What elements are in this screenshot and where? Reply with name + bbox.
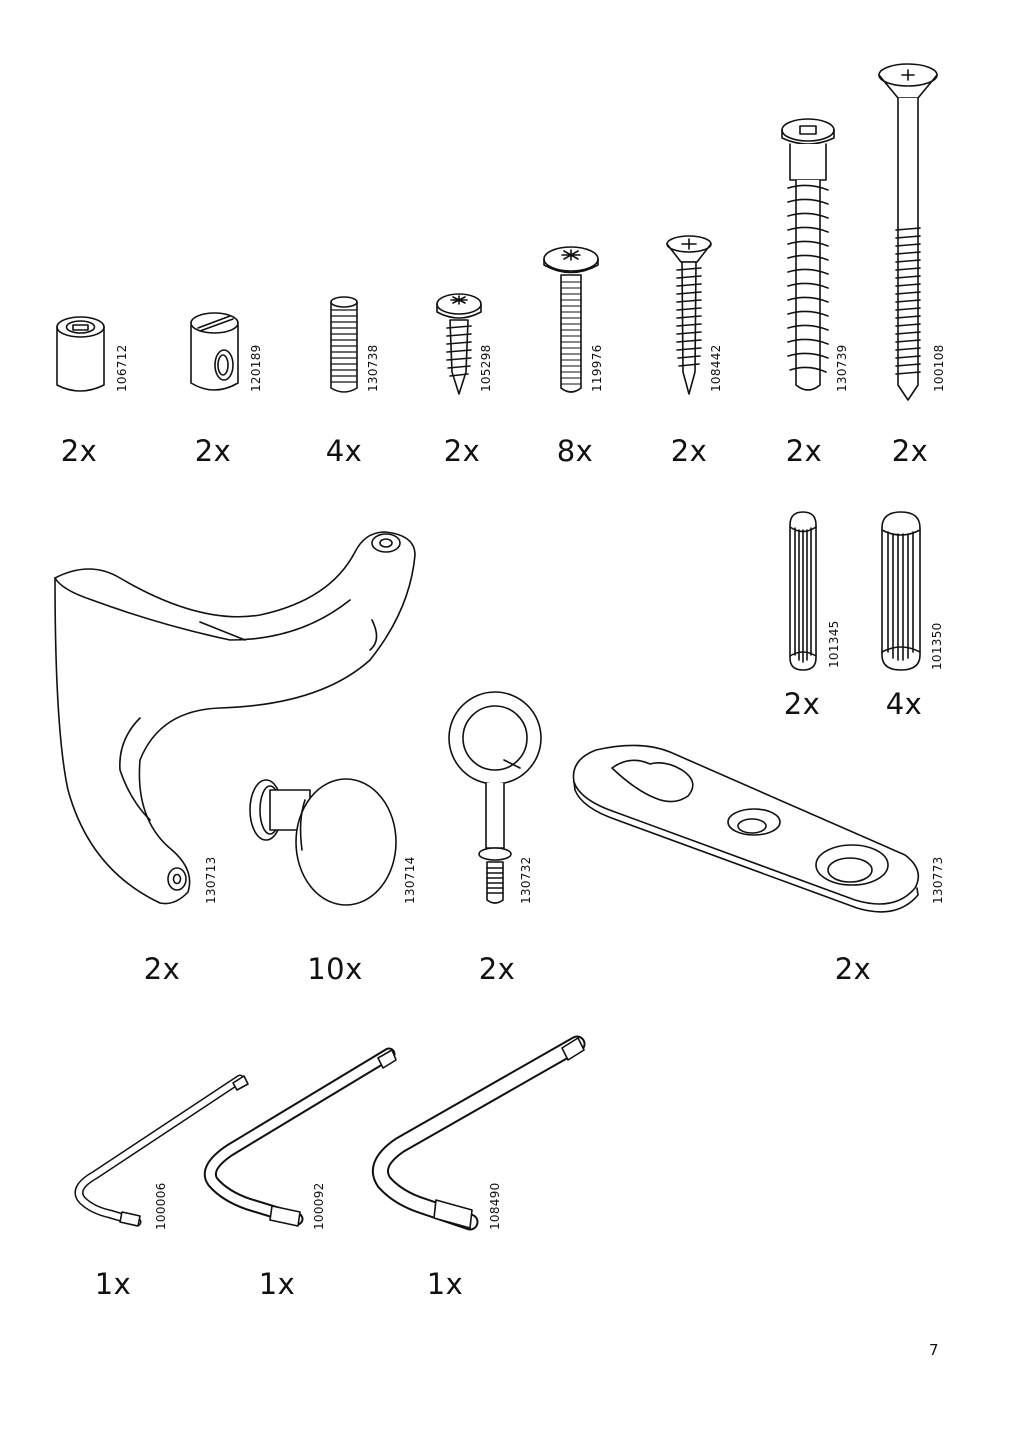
article-number: 101350 [930, 622, 944, 670]
quantity-label: 2x [834, 952, 872, 986]
quantity-label: 2x [194, 434, 232, 468]
article-number: 130738 [366, 344, 380, 392]
quantity-label: 1x [426, 1267, 464, 1301]
page-number: 7 [929, 1341, 939, 1359]
quantity-label: 2x [443, 434, 481, 468]
quantity-label: 2x [478, 952, 516, 986]
article-number: 108442 [709, 344, 723, 392]
article-number: 108490 [488, 1182, 502, 1230]
large-allen-key-icon [372, 1035, 586, 1231]
quantity-label: 2x [670, 434, 708, 468]
article-number: 120189 [249, 344, 263, 392]
article-number: 100092 [312, 1182, 326, 1230]
connector-bolt-icon [781, 118, 835, 391]
connector-sleeve-icon [56, 316, 105, 392]
hook-bracket-icon [54, 531, 416, 905]
article-number: 130732 [519, 856, 533, 904]
article-number: 130739 [835, 344, 849, 392]
article-number: 130714 [403, 856, 417, 904]
threaded-stud-icon [330, 296, 358, 393]
large-dowel-icon [881, 511, 921, 671]
quantity-label: 10x [307, 952, 363, 986]
quantity-label: 2x [783, 687, 821, 721]
quantity-label: 2x [891, 434, 929, 468]
quantity-label: 4x [325, 434, 363, 468]
quantity-label: 2x [60, 434, 98, 468]
quantity-label: 2x [785, 434, 823, 468]
article-number: 106712 [115, 344, 129, 392]
small-allen-key-icon [74, 1074, 249, 1227]
article-number: 130713 [204, 856, 218, 904]
article-number: 130773 [931, 856, 945, 904]
pan-head-screw-icon [436, 293, 482, 395]
knob-icon [249, 778, 397, 906]
quantity-label: 2x [143, 952, 181, 986]
small-dowel-icon [789, 511, 817, 671]
article-number: 119976 [590, 344, 604, 392]
cross-dowel-icon [190, 312, 239, 391]
countersunk-screw-icon [666, 235, 712, 395]
eye-screw-icon [448, 691, 542, 904]
quantity-label: 1x [94, 1267, 132, 1301]
article-number: 105298 [479, 344, 493, 392]
article-number: 101345 [827, 620, 841, 668]
quantity-label: 1x [258, 1267, 296, 1301]
machine-screw-icon [543, 246, 599, 393]
medium-allen-key-icon [203, 1047, 397, 1227]
article-number: 100006 [154, 1182, 168, 1230]
long-bolt-icon [878, 63, 938, 401]
mounting-plate-icon [572, 744, 920, 913]
quantity-label: 4x [885, 687, 923, 721]
quantity-label: 8x [556, 434, 594, 468]
article-number: 100108 [932, 344, 946, 392]
